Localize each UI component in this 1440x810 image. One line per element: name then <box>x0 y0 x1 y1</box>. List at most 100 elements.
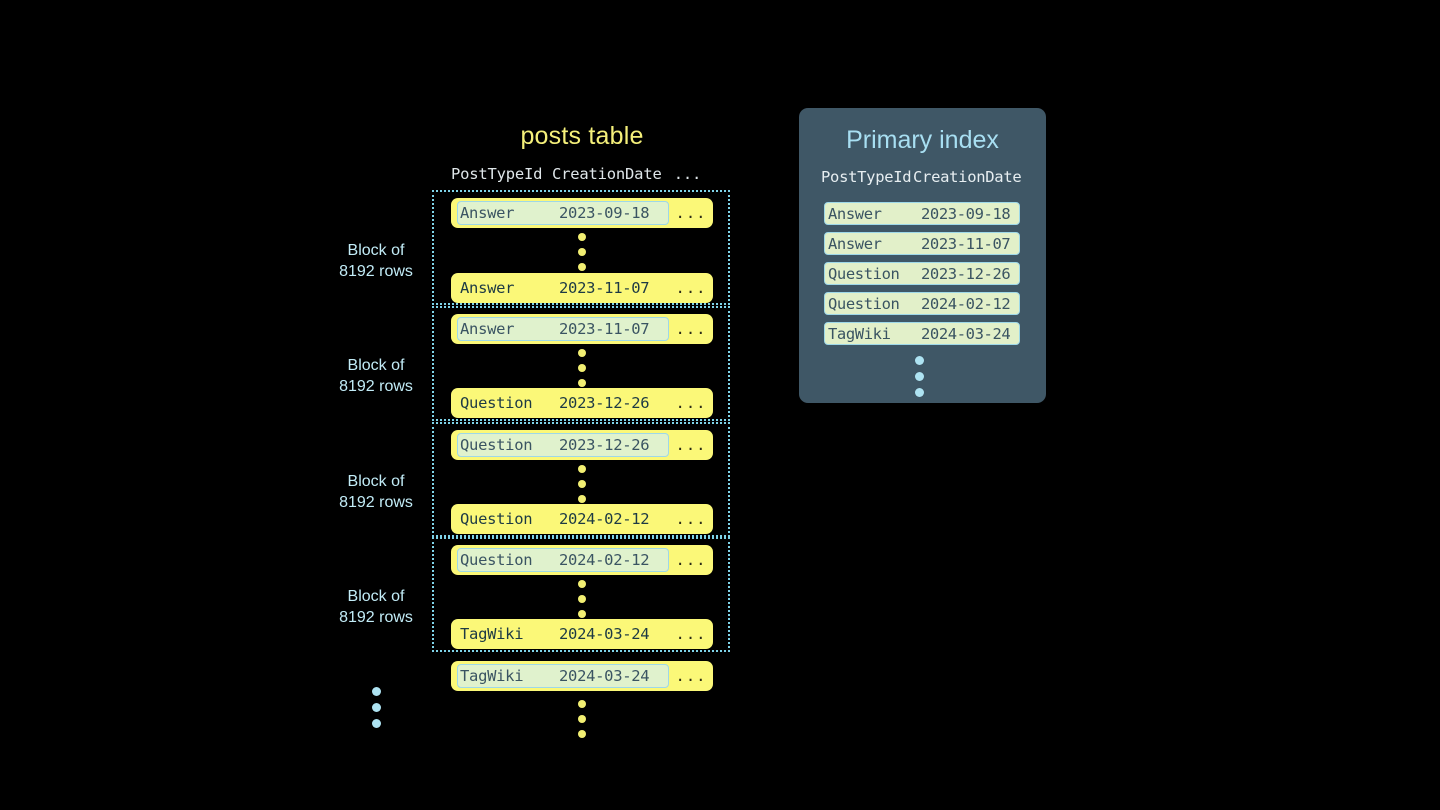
cell-creation-date: 2023-11-07 <box>559 320 650 338</box>
cell-ellipsis: ... <box>675 204 707 222</box>
block-label-line-2: 8192 rows <box>339 378 413 395</box>
column-header-creation-date: CreationDate <box>913 168 1022 186</box>
row-highlight-box: Question 2023-12-26 <box>457 433 669 457</box>
block-label-line-2: 8192 rows <box>339 494 413 511</box>
table-row[interactable]: TagWiki 2024-03-24 ... <box>451 661 713 691</box>
block-3 <box>432 422 730 537</box>
row-highlight-box: Question 2024-02-12 <box>457 548 669 572</box>
cell-post-type-id: Answer <box>828 204 882 223</box>
row-ellipsis-dots <box>577 349 587 387</box>
block-ellipsis-dots <box>371 687 381 728</box>
row-highlight-box: Answer 2023-09-18 <box>457 201 669 225</box>
dot <box>578 233 586 241</box>
table-row[interactable]: Question 2024-02-12 ... <box>451 545 713 575</box>
cell-ellipsis: ... <box>675 394 707 412</box>
block-label-line-1: Block of <box>347 473 405 490</box>
index-row[interactable]: Answer 2023-09-18 <box>824 202 1020 225</box>
table-row[interactable]: Answer 2023-09-18 ... <box>451 198 713 228</box>
index-row[interactable]: Question 2024-02-12 <box>824 292 1020 315</box>
cell-creation-date: 2024-03-24 <box>559 667 650 685</box>
row-cells: Question 2023-12-26 <box>457 391 669 415</box>
page-title: posts table <box>520 122 644 150</box>
index-ellipsis-dots <box>914 356 924 397</box>
dot <box>371 703 381 712</box>
cell-creation-date: 2023-11-07 <box>559 279 650 297</box>
cell-post-type-id: Answer <box>460 320 515 338</box>
index-row[interactable]: TagWiki 2024-03-24 <box>824 322 1020 345</box>
dot <box>578 364 586 372</box>
row-cells: Answer 2023-11-07 <box>457 276 669 300</box>
cell-post-type-id: TagWiki <box>828 324 891 343</box>
row-cells: Question 2024-02-12 <box>457 507 669 531</box>
cell-post-type-id: Answer <box>460 204 515 222</box>
index-row[interactable]: Answer 2023-11-07 <box>824 232 1020 255</box>
posts-table-column-headers: PostTypeId CreationDate ... <box>451 165 713 183</box>
cell-ellipsis: ... <box>675 436 707 454</box>
table-row[interactable]: Answer 2023-11-07 ... <box>451 314 713 344</box>
cell-creation-date: 2024-02-12 <box>921 294 1011 313</box>
column-header-creation-date: CreationDate <box>552 165 662 183</box>
row-ellipsis-dots <box>577 465 587 503</box>
cell-creation-date: 2024-02-12 <box>559 551 650 569</box>
cell-post-type-id: Question <box>828 264 900 283</box>
dot <box>914 372 924 381</box>
row-highlight-box: TagWiki 2024-03-24 <box>457 664 669 688</box>
cell-creation-date: 2023-12-26 <box>921 264 1011 283</box>
dot <box>578 715 586 723</box>
cell-post-type-id: Question <box>460 510 533 528</box>
dot <box>578 595 586 603</box>
index-row[interactable]: Question 2023-12-26 <box>824 262 1020 285</box>
block-label-line-2: 8192 rows <box>339 609 413 626</box>
cell-ellipsis: ... <box>675 279 707 297</box>
block-label-4: Block of 8192 rows <box>316 586 436 628</box>
row-highlight-box: Answer 2023-11-07 <box>457 317 669 341</box>
dot <box>578 248 586 256</box>
table-row[interactable]: TagWiki 2024-03-24 ... <box>451 619 713 649</box>
cell-post-type-id: Answer <box>460 279 515 297</box>
cell-ellipsis: ... <box>675 510 707 528</box>
column-header-post-type-id: PostTypeId <box>451 165 543 183</box>
cell-ellipsis: ... <box>675 667 707 685</box>
cell-creation-date: 2023-09-18 <box>559 204 650 222</box>
row-ellipsis-dots <box>577 580 587 618</box>
cell-creation-date: 2024-03-24 <box>559 625 650 643</box>
column-header-post-type-id: PostTypeId <box>821 168 912 186</box>
block-label-2: Block of 8192 rows <box>316 355 436 397</box>
table-row[interactable]: Answer 2023-11-07 ... <box>451 273 713 303</box>
dot <box>578 730 586 738</box>
dot <box>578 495 586 503</box>
dot <box>371 719 381 728</box>
cell-ellipsis: ... <box>675 551 707 569</box>
block-label-line-1: Block of <box>347 357 405 374</box>
block-4 <box>432 537 730 652</box>
table-ellipsis-dots <box>577 700 587 738</box>
block-label-line-1: Block of <box>347 242 405 259</box>
table-row[interactable]: Question 2023-12-26 ... <box>451 430 713 460</box>
cell-post-type-id: Answer <box>828 234 882 253</box>
dot <box>578 379 586 387</box>
cell-creation-date: 2024-02-12 <box>559 510 650 528</box>
cell-post-type-id: TagWiki <box>460 625 524 643</box>
cell-creation-date: 2024-03-24 <box>921 324 1011 343</box>
cell-post-type-id: Question <box>460 436 533 454</box>
column-header-ellipsis: ... <box>673 165 702 183</box>
primary-index-title: Primary index <box>846 126 999 154</box>
block-1 <box>432 190 730 305</box>
table-row[interactable]: Question 2023-12-26 ... <box>451 388 713 418</box>
dot <box>578 480 586 488</box>
row-cells: TagWiki 2024-03-24 <box>457 622 669 646</box>
dot <box>371 687 381 696</box>
cell-creation-date: 2023-12-26 <box>559 436 650 454</box>
block-2 <box>432 306 730 421</box>
dot <box>578 349 586 357</box>
cell-creation-date: 2023-09-18 <box>921 204 1011 223</box>
dot <box>578 700 586 708</box>
primary-index-panel: Primary index PostTypeId CreationDate An… <box>799 108 1046 403</box>
block-label-line-2: 8192 rows <box>339 263 413 280</box>
cell-post-type-id: TagWiki <box>460 667 524 685</box>
cell-creation-date: 2023-12-26 <box>559 394 650 412</box>
cell-post-type-id: Question <box>460 394 533 412</box>
cell-creation-date: 2023-11-07 <box>921 234 1011 253</box>
table-row[interactable]: Question 2024-02-12 ... <box>451 504 713 534</box>
dot <box>578 580 586 588</box>
